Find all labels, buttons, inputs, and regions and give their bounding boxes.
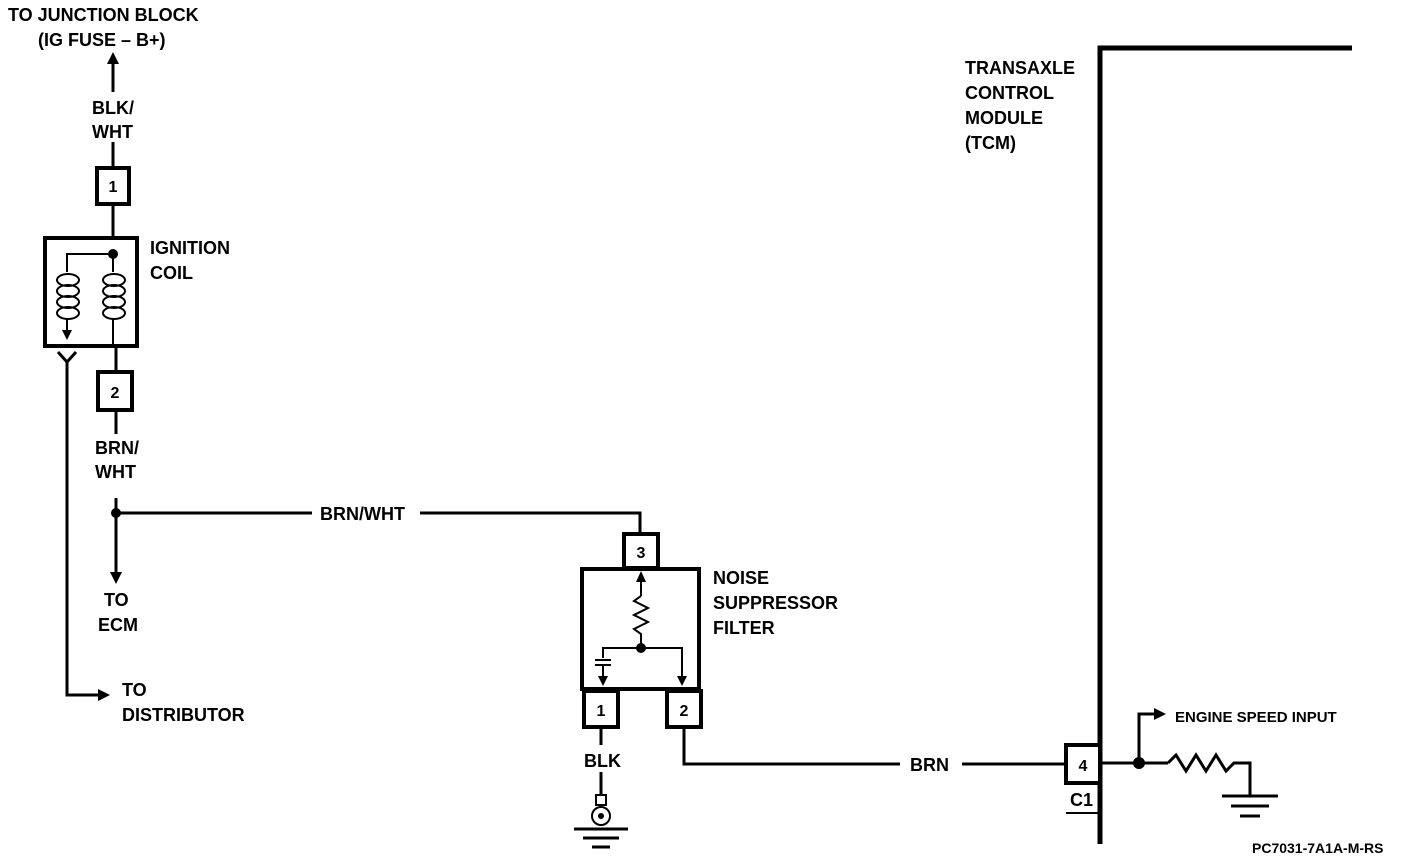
coil-label-line1: IGNITION: [150, 238, 230, 258]
coil-label-line2: COIL: [150, 263, 193, 283]
wire-label-blk-wht-1: BLK/: [92, 98, 134, 118]
coil-winding-right: [102, 273, 126, 346]
tcm-pin-4-number: 4: [1079, 758, 1088, 775]
tcm-label-line3: MODULE: [965, 108, 1043, 128]
ecm-label-line2: ECM: [98, 615, 138, 635]
up-arrow-icon: [107, 52, 119, 92]
filter-label-line3: FILTER: [713, 618, 775, 638]
coil-pin-2: 2: [96, 370, 134, 412]
filter-label-line1: NOISE: [713, 568, 769, 588]
right-arrow-icon: [98, 689, 110, 701]
coil-pin-2-number: 2: [111, 385, 120, 402]
filter-pin-2: 2: [665, 689, 703, 729]
noise-suppressor-filter: [580, 567, 701, 691]
engine-speed-input-label: ENGINE SPEED INPUT: [1175, 709, 1337, 726]
filter-pin-1-number: 1: [597, 703, 606, 720]
wire-label-blk: BLK: [584, 751, 621, 771]
junction-label-line2: (IG FUSE – B+): [38, 30, 166, 50]
filter-pin-1: 1: [582, 689, 620, 729]
filter-resistor-icon: [631, 595, 651, 648]
tcm-ground-icon: [1222, 794, 1278, 818]
engine-speed-arrow-icon: [1154, 708, 1166, 720]
distributor-label-line2: DISTRIBUTOR: [122, 705, 245, 725]
ignition-coil: [43, 236, 139, 348]
tcm-label-line1: TRANSAXLE: [965, 58, 1075, 78]
wire-to-distributor: [65, 362, 100, 697]
chassis-ground-icon: [574, 794, 628, 849]
figure-code: PC7031-7A1A-M-RS: [1252, 840, 1383, 856]
distributor-connector-icon: [56, 350, 78, 365]
coil-pin-1-number: 1: [109, 179, 118, 196]
tcm-connector-label: C1: [1070, 790, 1093, 810]
wire-brn: [682, 727, 900, 766]
coil-pin-1: 1: [95, 166, 131, 206]
coil-winding-left: [56, 273, 80, 340]
wire-label-brn-wht-horizontal: BRN/WHT: [320, 504, 405, 524]
junction-label-line1: TO JUNCTION BLOCK: [8, 5, 199, 25]
filter-pin-2-number: 2: [680, 703, 689, 720]
wire-label-blk-wht-2: WHT: [92, 122, 133, 142]
distributor-label-line1: TO: [122, 680, 147, 700]
filter-pin-3-number: 3: [637, 545, 646, 562]
tcm-label-line4: (TCM): [965, 133, 1016, 153]
down-arrow-icon: [110, 572, 122, 584]
tcm-module-outline: [1097, 45, 1352, 844]
wire-label-brn-wht-1: BRN/: [95, 438, 139, 458]
wire-label-brn: BRN: [910, 755, 949, 775]
filter-pin-3: 3: [622, 532, 660, 570]
ecm-label-line1: TO: [104, 590, 129, 610]
filter-label-line2: SUPPRESSOR: [713, 593, 838, 613]
tcm-pin-4: 4: [1064, 743, 1102, 785]
tcm-label-line2: CONTROL: [965, 83, 1054, 103]
tcm-resistor-icon: [1166, 752, 1252, 795]
wire-label-brn-wht-2: WHT: [95, 462, 136, 482]
